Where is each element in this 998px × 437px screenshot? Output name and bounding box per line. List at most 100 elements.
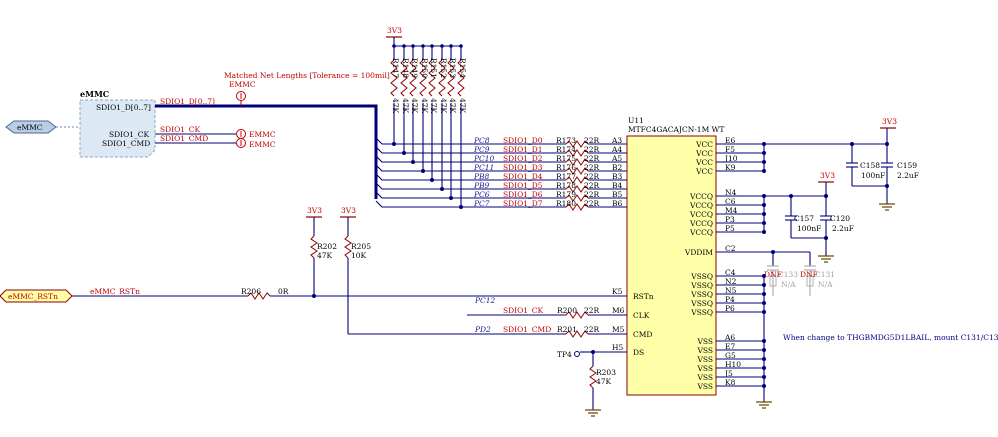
mcu-pin-label: PB9: [473, 181, 490, 190]
dnf-tag-c131: DNF: [800, 270, 818, 279]
series-resistor: [565, 176, 589, 184]
cap-c158-val: 100nF: [861, 171, 885, 180]
pullup-resistor: [438, 59, 446, 97]
ic-pin-name: CMD: [633, 330, 652, 339]
pullup-ref: R149: [410, 58, 419, 78]
ic-pin-name: VSSQ: [690, 299, 713, 308]
net-class-rule: Matched Net Lengths [Tolerance = 100mil]: [224, 71, 390, 80]
data-net-label: SDIO1_D2: [503, 154, 543, 163]
pullup-ref: R147: [391, 58, 400, 78]
ic-pin-name: VSSQ: [690, 281, 713, 290]
ic-pin-number: H10: [725, 360, 741, 369]
net-class-directive: Matched Net Lengths [Tolerance = 100mil]…: [224, 71, 390, 106]
sheet-port-ck: SDIO1_CK: [109, 130, 150, 139]
series-res-val: 22R: [584, 172, 600, 181]
ic-pin-name: VCCQ: [689, 201, 713, 210]
bus-label-ck: SDIO1_CK: [160, 125, 201, 134]
ic-pin-number: P3: [725, 215, 735, 224]
emmc-sheet-symbol[interactable]: eMMC SDIO1_D[0..7] SDIO1_CK SDIO1_CMD: [79, 89, 156, 158]
series-res-val: 22R: [584, 154, 600, 163]
cap-c159-ref: C159: [897, 161, 917, 170]
r202-val: 47K: [317, 251, 333, 260]
cmd-net: SDIO1_CMD: [503, 325, 551, 334]
ic-pin-number: M4: [725, 206, 738, 215]
dnf-val-c131: N/A: [818, 280, 833, 289]
r201-val: 22R: [584, 325, 600, 334]
rst-offsheet-port[interactable]: eMMC_RSTn: [0, 289, 73, 303]
pullup-value: 47K: [420, 98, 429, 114]
pullup-power: 3V3: [386, 26, 461, 47]
bus-label-cmd: SDIO1_CMD: [160, 134, 208, 143]
ic-pin-number: B5: [612, 190, 623, 199]
ic-pin-name: VSS: [696, 382, 713, 391]
sdio-data-bus: [155, 104, 378, 199]
cap-c120-ref: C120: [830, 214, 850, 223]
pullup-3v3-label: 3V3: [387, 26, 402, 35]
ic-pin-name: VCCQ: [689, 219, 713, 228]
ic-pin-number: B2: [612, 163, 623, 172]
dnf-ref-c131: C131: [815, 270, 835, 279]
ic-pin-number: J10: [724, 154, 738, 163]
mcu-pin-label: PC7: [473, 199, 490, 208]
ic-pin-name: VCC: [695, 140, 713, 149]
mcu-pin-label: PC11: [473, 163, 494, 172]
pullup-resistor: [457, 59, 465, 97]
ic-pin-number: C2: [725, 244, 736, 253]
pullup-value: 47K: [410, 98, 419, 114]
r205-ref: R205: [351, 242, 371, 251]
cmd-line: PD2 SDIO1_CMD R201 22R: [474, 325, 627, 338]
series-res-ref: R175: [556, 154, 576, 163]
cmd-port-name: PD2: [474, 325, 491, 334]
cap-c158-ref: C158: [860, 161, 880, 170]
pullup-ref: R148: [401, 58, 410, 78]
ic-pin-name: VCCQ: [689, 210, 713, 219]
series-res-val: 22R: [584, 181, 600, 190]
clk-line: PC12 SDIO1_CK R200 22R: [467, 296, 627, 319]
ic-pin-number: F5: [725, 145, 735, 154]
series-resistor: [565, 149, 589, 157]
ic-pin-name: VSS: [696, 355, 713, 364]
tp4-label: TP4: [557, 350, 572, 359]
pullup-ref: R153: [448, 58, 457, 78]
ic-pin-number: A5: [611, 154, 622, 163]
ic-pin-number: H5: [612, 343, 624, 352]
sheet-port-data: SDIO1_D[0..7]: [96, 103, 151, 112]
pullup-resistor: [400, 59, 408, 97]
clk-port-name: PC12: [474, 296, 496, 305]
cap-c157-val: 100nF: [797, 224, 821, 233]
ic-pin-number: C4: [725, 268, 736, 277]
vddim-dnf-caps: DNF C133 N/A DNF C131 N/A: [716, 250, 835, 296]
design-note: When change to THGBMDG5D1LBAIL, mount C1…: [783, 333, 998, 342]
data-net-label: SDIO1_D4: [503, 172, 543, 181]
emmc-offsheet-port[interactable]: eMMC: [5, 120, 80, 134]
pullup-value: 47K: [458, 98, 467, 114]
r200-ref: R200: [557, 306, 577, 315]
svg-text:EMMC: EMMC: [249, 130, 276, 139]
emmc-sheet-title: eMMC: [80, 89, 109, 99]
series-res-val: 22R: [584, 190, 600, 199]
data-net-label: SDIO1_D3: [503, 163, 543, 172]
series-res-val: 22R: [584, 136, 600, 145]
ic-u11[interactable]: U11 MTFC4GACAJCN-1M WT: [626, 116, 724, 396]
ic-pin-number: K5: [612, 287, 623, 296]
series-resistor: [565, 194, 589, 202]
pullup-value: 47K: [439, 98, 448, 114]
vcc-3v3-label: 3V3: [882, 117, 897, 126]
ic-pin-name: DS: [633, 348, 644, 357]
ic-pin-number: A6: [724, 333, 735, 342]
ic-pin-name: VSSQ: [690, 308, 713, 317]
ic-part: MTFC4GACAJCN-1M WT: [628, 125, 724, 134]
ic-pin-number: N2: [725, 277, 737, 286]
r205-3v3-label: 3V3: [341, 206, 356, 215]
series-res-ref: R174: [556, 145, 576, 154]
pullup-value: 47K: [391, 98, 400, 114]
dnf-ref-c133: C133: [778, 270, 798, 279]
pullup-resistor: [419, 59, 427, 97]
ic-pin-number: E7: [725, 342, 735, 351]
data-net-label: SDIO1_D1: [503, 145, 543, 154]
r203-ref: R203: [596, 368, 616, 377]
ic-pin-name: VSS: [696, 337, 713, 346]
ic-pin-name: VCCQ: [689, 192, 713, 201]
series-resistor: [565, 140, 589, 148]
series-res-ref: R176: [556, 163, 576, 172]
